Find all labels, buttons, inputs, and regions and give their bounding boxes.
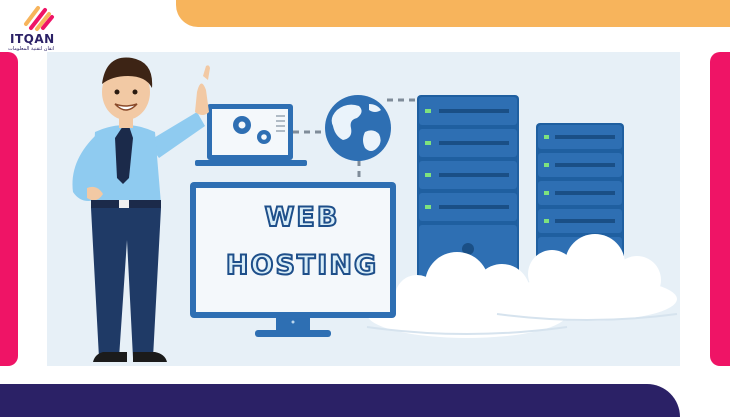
brand-tagline: اتقان لتقنية المعلومات [8,46,55,52]
top-accent-bar [176,0,730,27]
hosting-scene [72,57,678,362]
cloud-icon [367,234,677,338]
globe-icon [325,95,391,161]
hero-title-line-2: HOSTING [225,249,379,282]
brand-name: ITQAN [10,32,55,46]
bottom-accent-bar [0,384,680,417]
left-accent-strip [0,52,18,366]
brand-logo[interactable]: ITQAN اتقان لتقنية المعلومات [8,2,68,52]
monitor-icon [190,182,396,337]
laptop-icon [195,104,307,166]
server-rack-large-icon [417,95,519,285]
hero-illustration: WEB HOSTING [47,52,680,366]
logo-mark-icon [24,6,54,31]
businessman-illustration [72,57,210,362]
hero-title-line-1: WEB [264,201,340,234]
right-accent-strip [710,52,730,366]
